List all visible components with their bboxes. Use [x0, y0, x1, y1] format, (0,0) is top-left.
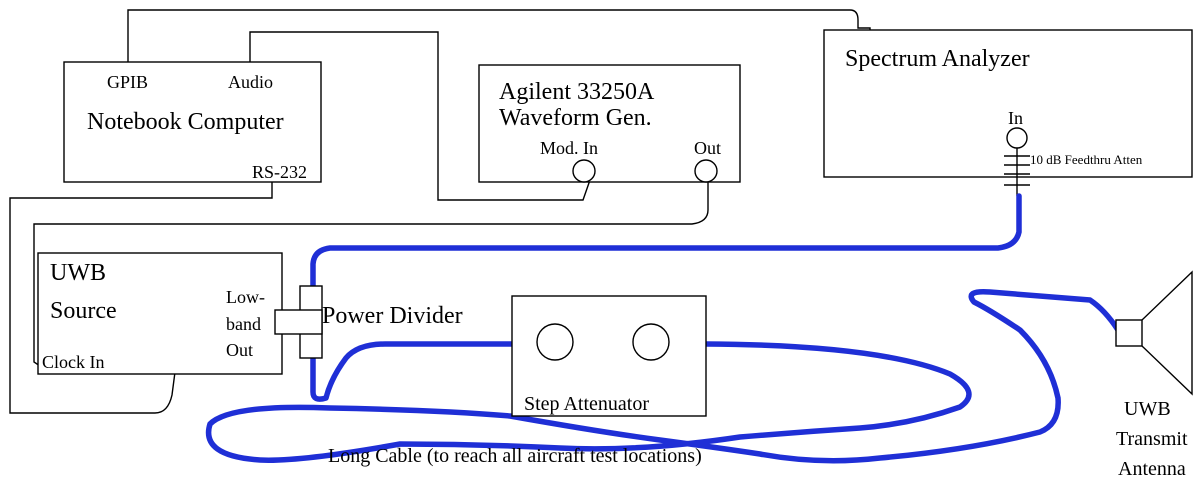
sa-in-connector [1006, 127, 1028, 149]
power-divider: Power Divider [274, 285, 463, 359]
antenna-label-line2: Transmit [1116, 428, 1188, 450]
out-label: Out [694, 138, 721, 158]
notebook-computer: GPIB Audio Notebook Computer RS-232 [63, 61, 322, 183]
attenuator-knob-right [632, 323, 670, 361]
cable-attenuator-to-divider [310, 193, 1022, 293]
low-band-out-line3: Out [226, 340, 253, 360]
audio-cable [249, 31, 591, 201]
feedthru-atten-label: 10 dB Feedthru Atten [1030, 152, 1143, 167]
low-band-out-line2: band [226, 314, 261, 334]
rs232-cable [9, 178, 273, 414]
clock-cable [33, 176, 709, 369]
step-attenuator: Step Attenuator [511, 295, 707, 417]
uwb-transmit-antenna: UWB Transmit Antenna [1115, 270, 1193, 480]
notebook-title: Notebook Computer [87, 109, 284, 135]
sa-in-label: In [1008, 108, 1023, 128]
step-attenuator-label: Step Attenuator [524, 393, 649, 415]
attenuator-knob-left [536, 323, 574, 361]
spectrum-analyzer: Spectrum Analyzer In 10 dB Feedthru Atte… [823, 29, 1193, 196]
mod-in-label: Mod. In [540, 138, 598, 158]
spectrum-analyzer-title: Spectrum Analyzer [845, 46, 1030, 72]
audio-port-label: Audio [228, 72, 273, 92]
rs232-port-label: RS-232 [252, 162, 307, 182]
low-band-out-line1: Low- [226, 287, 265, 307]
waveform-gen-model: Agilent 33250A [499, 79, 655, 105]
uwb-source-line1: UWB [50, 260, 106, 286]
uwb-source: UWB Source Low- band Out Clock In [37, 252, 283, 375]
antenna-label-line1: UWB [1124, 398, 1171, 420]
uwb-source-line2: Source [50, 298, 117, 324]
long-cable [205, 288, 1121, 464]
clock-in-label: Clock In [42, 352, 105, 372]
gpib-port-label: GPIB [107, 72, 148, 92]
mod-in-connector [572, 159, 596, 183]
waveform-generator: Agilent 33250A Waveform Gen. Mod. In Out [478, 64, 741, 183]
out-connector [694, 159, 718, 183]
cable-divider-to-step-attenuator [310, 341, 515, 402]
long-cable-label: Long Cable (to reach all aircraft test l… [328, 445, 702, 467]
antenna-label-line3: Antenna [1118, 458, 1186, 480]
waveform-gen-title: Waveform Gen. [499, 105, 652, 131]
gpib-cable [127, 9, 871, 62]
power-divider-label: Power Divider [322, 303, 463, 329]
feedthru-attenuator [1004, 148, 1030, 196]
